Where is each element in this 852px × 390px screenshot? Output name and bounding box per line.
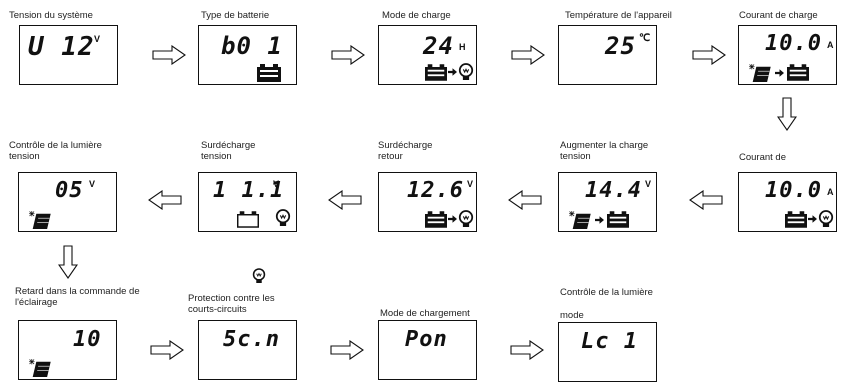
bulb-icon — [458, 210, 474, 228]
arrow-right-icon — [330, 340, 364, 360]
arrow-right-icon — [331, 45, 365, 65]
battery-icon — [425, 211, 447, 228]
display-retard: 10 — [73, 327, 102, 352]
display-tension-systeme: U 12 — [28, 32, 95, 62]
display-surdecharge-tension: 1 1.1 — [213, 178, 285, 203]
panel-mode-charge: 24 H — [378, 25, 477, 85]
arrow-down-icon — [58, 245, 78, 279]
bulb-icon — [252, 268, 266, 284]
arrow-right-icon — [150, 340, 184, 360]
label-protection: Protection contre les courts-circuits — [188, 293, 275, 315]
display-surdecharge-retour: 12.6 — [407, 178, 464, 203]
arrow-right-icon — [510, 340, 544, 360]
panel-controle-lumiere-mode: Lc 1 — [558, 322, 657, 382]
panel-temperature: 25 ℃ — [558, 25, 657, 85]
panel-protection: 5c.n — [198, 320, 297, 380]
label-surdecharge-retour: Surdécharge retour — [378, 140, 433, 162]
battery-icon — [785, 211, 807, 228]
arrow-down-icon — [777, 97, 797, 131]
panel-controle-lumiere-tension: 05 V — [18, 172, 117, 232]
display-protection: 5c.n — [223, 327, 280, 352]
panel-type-batterie: b0 1 — [198, 25, 297, 85]
unit-courant-de: A — [827, 187, 834, 197]
flow-arrow-icon — [595, 216, 604, 224]
battery-icon — [425, 64, 447, 81]
display-mode-chargement: Pon — [405, 327, 448, 352]
bulb-icon — [458, 63, 474, 81]
label-controle-lumiere-mode-2: mode — [560, 310, 584, 321]
label-surdecharge-tension: Surdécharge tension — [201, 140, 256, 162]
label-courant-de: Courant de — [739, 152, 787, 163]
display-controle-lumiere-tension: 05 — [55, 178, 84, 203]
panel-augmenter-charge: 14.4 V — [558, 172, 657, 232]
panel-retard: 10 — [18, 320, 117, 380]
arrow-left-icon — [328, 190, 362, 210]
flow-arrow-icon — [448, 215, 457, 223]
label-controle-lumiere-tension: Contrôle de la lumière tension — [9, 140, 102, 162]
arrow-right-icon — [692, 45, 726, 65]
panel-courant-charge: 10.0 A — [738, 25, 837, 85]
label-temperature: Température de l'appareil — [565, 10, 672, 21]
solar-panel-icon — [567, 211, 591, 229]
bulb-icon — [818, 210, 834, 228]
unit-tension-systeme: V — [94, 34, 101, 44]
panel-courant-de: 10.0 A — [738, 172, 837, 232]
display-controle-lumiere-mode: Lc 1 — [581, 329, 638, 354]
label-augmenter-charge: Augmenter la charge tension — [560, 140, 649, 162]
arrow-left-icon — [148, 190, 182, 210]
unit-surdecharge-tension: V — [273, 179, 280, 189]
battery-icon — [787, 64, 809, 81]
flow-arrow-icon — [775, 69, 784, 77]
solar-panel-icon — [27, 211, 51, 229]
battery-icon — [607, 211, 629, 228]
label-controle-lumiere-mode-1: Contrôle de la lumière — [560, 287, 653, 298]
display-temperature: 25 — [605, 32, 636, 60]
display-courant-de: 10.0 — [765, 178, 822, 203]
label-retard: Retard dans la commande de l'éclairage — [15, 286, 140, 308]
panel-surdecharge-retour: 12.6 V — [378, 172, 477, 232]
unit-temperature: ℃ — [639, 33, 651, 44]
arrow-left-icon — [689, 190, 723, 210]
label-courant-charge: Courant de charge — [739, 10, 818, 21]
label-mode-chargement: Mode de chargement — [380, 308, 470, 319]
arrow-right-icon — [152, 45, 186, 65]
solar-panel-icon — [27, 359, 51, 377]
unit-controle-lumiere-tension: V — [89, 179, 96, 189]
unit-courant-charge: A — [827, 40, 834, 50]
panel-mode-chargement: Pon — [378, 320, 477, 380]
label-tension-systeme: Tension du système — [9, 10, 93, 21]
unit-augmenter-charge: V — [645, 179, 652, 189]
panel-surdecharge-tension: 1 1.1 V — [198, 172, 297, 232]
display-courant-charge: 10.0 — [765, 31, 822, 56]
arrow-right-icon — [511, 45, 545, 65]
display-augmenter-charge: 14.4 — [585, 178, 642, 203]
arrow-left-icon — [508, 190, 542, 210]
label-mode-charge: Mode de charge — [382, 10, 451, 21]
panel-tension-systeme: U 12 V — [19, 25, 118, 85]
bulb-icon — [275, 209, 291, 227]
unit-surdecharge-retour: V — [467, 179, 474, 189]
battery-empty-icon — [237, 211, 259, 228]
label-type-batterie: Type de batterie — [201, 10, 270, 21]
unit-mode-charge: H — [459, 42, 466, 52]
display-mode-charge: 24 — [423, 32, 454, 60]
flow-arrow-icon — [808, 215, 817, 223]
flow-arrow-icon — [448, 68, 457, 76]
display-type-batterie: b0 1 — [221, 32, 283, 60]
solar-panel-icon — [747, 64, 771, 82]
battery-icon — [257, 64, 281, 82]
